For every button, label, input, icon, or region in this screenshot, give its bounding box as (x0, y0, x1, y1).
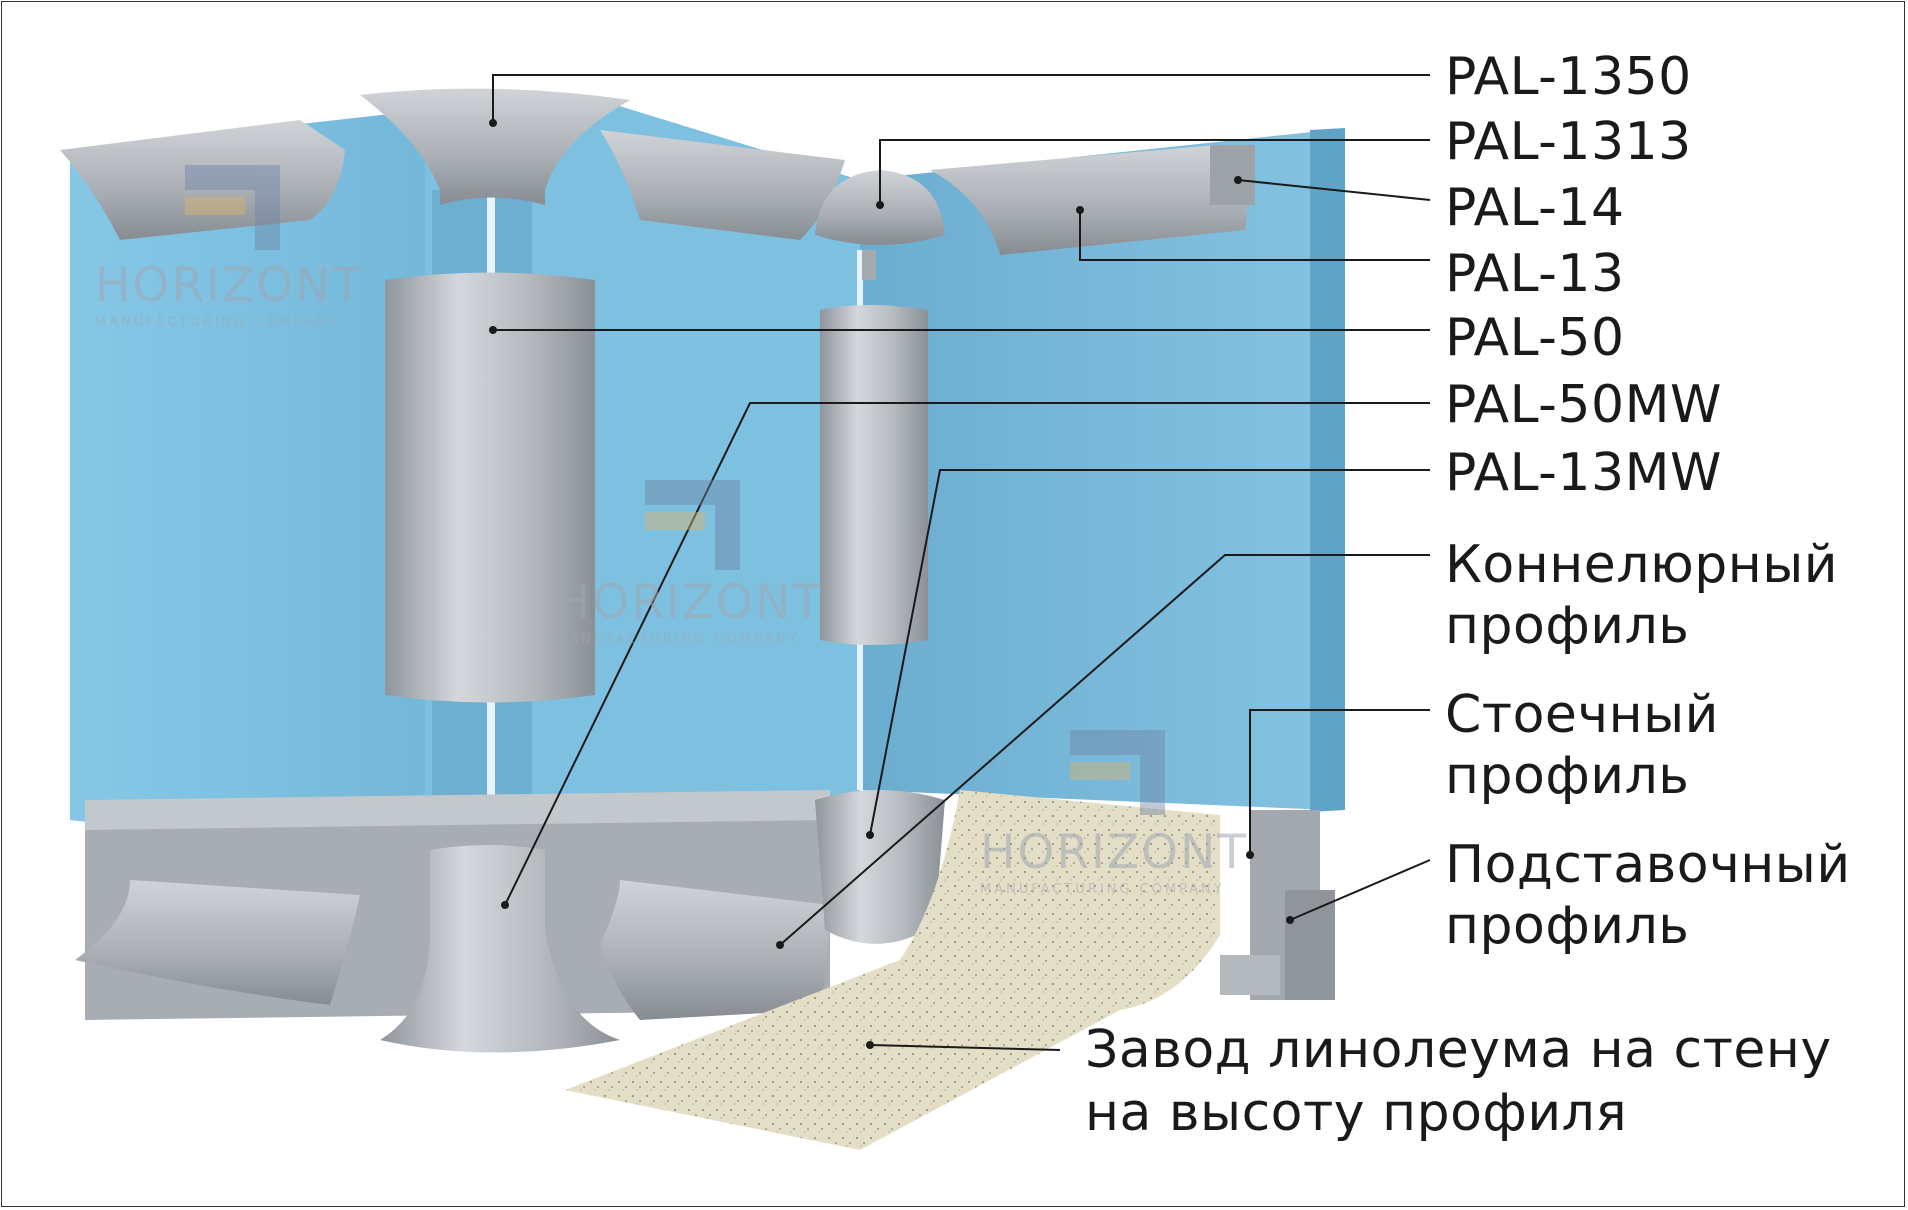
leader-pal-1313 (879, 139, 1430, 205)
pal-50-cover (385, 272, 595, 703)
label-drain-line-1: Стоечный (1445, 685, 1719, 745)
support-profile-body (1285, 890, 1335, 1000)
label-pal-1313: PAL-1313 (1445, 112, 1692, 172)
leader-dots (489, 119, 1294, 1049)
label-drain-line-2: профиль (1445, 746, 1690, 806)
middle-bottom-cove (600, 880, 830, 1020)
pal-14-clip (1210, 145, 1255, 205)
label-support-line-2: профиль (1445, 896, 1690, 956)
label-pal-13mw: PAL-13MW (1445, 443, 1722, 503)
label-linoleum-line-1: Завод линолеума на стену (1085, 1020, 1832, 1080)
watermark-brand-3: HORIZONT (980, 825, 1248, 880)
watermark-tagline-3: MANUFACTURING COMPANY (980, 882, 1225, 897)
dome-stem (862, 250, 876, 280)
leader-pal-13mw (869, 469, 1430, 836)
watermark-brand-2: HORIZONT (555, 575, 823, 630)
label-cornice-line-1: Коннелюрный (1445, 535, 1839, 595)
leader-linoleum (869, 1044, 1061, 1051)
leader-lines (492, 74, 1431, 1051)
label-support-line-1: Подставочный (1445, 835, 1851, 895)
pal-50mw-cover (820, 305, 928, 645)
label-pal-50mw: PAL-50MW (1445, 375, 1722, 435)
watermark-logo-marks (185, 165, 1165, 815)
left-wall-panel (70, 110, 425, 860)
label-cornice-line-2: профиль (1445, 596, 1690, 656)
linoleum-sheet (565, 790, 1220, 1150)
leader-cornice (779, 554, 1430, 946)
watermark-tagline-2: MANUFACTURING COMPANY (555, 632, 800, 647)
watermark-tagline-1: MANUFACTURING COMPANY (95, 315, 340, 330)
watermark-brand-1: HORIZONT (95, 258, 363, 313)
label-pal-50: PAL-50 (1445, 308, 1625, 368)
left-bottom-cove (75, 880, 360, 1005)
label-pal-1350: PAL-1350 (1445, 47, 1692, 107)
pal-1350-top-cap (360, 88, 630, 205)
label-linoleum-line-2: на высоту профиля (1085, 1083, 1628, 1143)
bottom-plinth-shade (85, 790, 830, 830)
pal-50mw-bottom-flare (380, 845, 620, 1053)
support-profile-foot (1220, 955, 1280, 995)
leader-support (1289, 859, 1431, 921)
leader-pal-13 (1079, 210, 1430, 261)
leader-drain (1249, 709, 1430, 855)
label-pal-13: PAL-13 (1445, 244, 1625, 304)
leader-pal-50mw (504, 402, 1430, 906)
leader-pal-1350 (492, 74, 1430, 123)
left-top-cove (60, 120, 345, 240)
pal-13-top-cove (930, 145, 1247, 255)
middle-top-cove (600, 130, 845, 240)
leader-pal-14 (1237, 179, 1431, 201)
label-pal-14: PAL-14 (1445, 178, 1625, 238)
